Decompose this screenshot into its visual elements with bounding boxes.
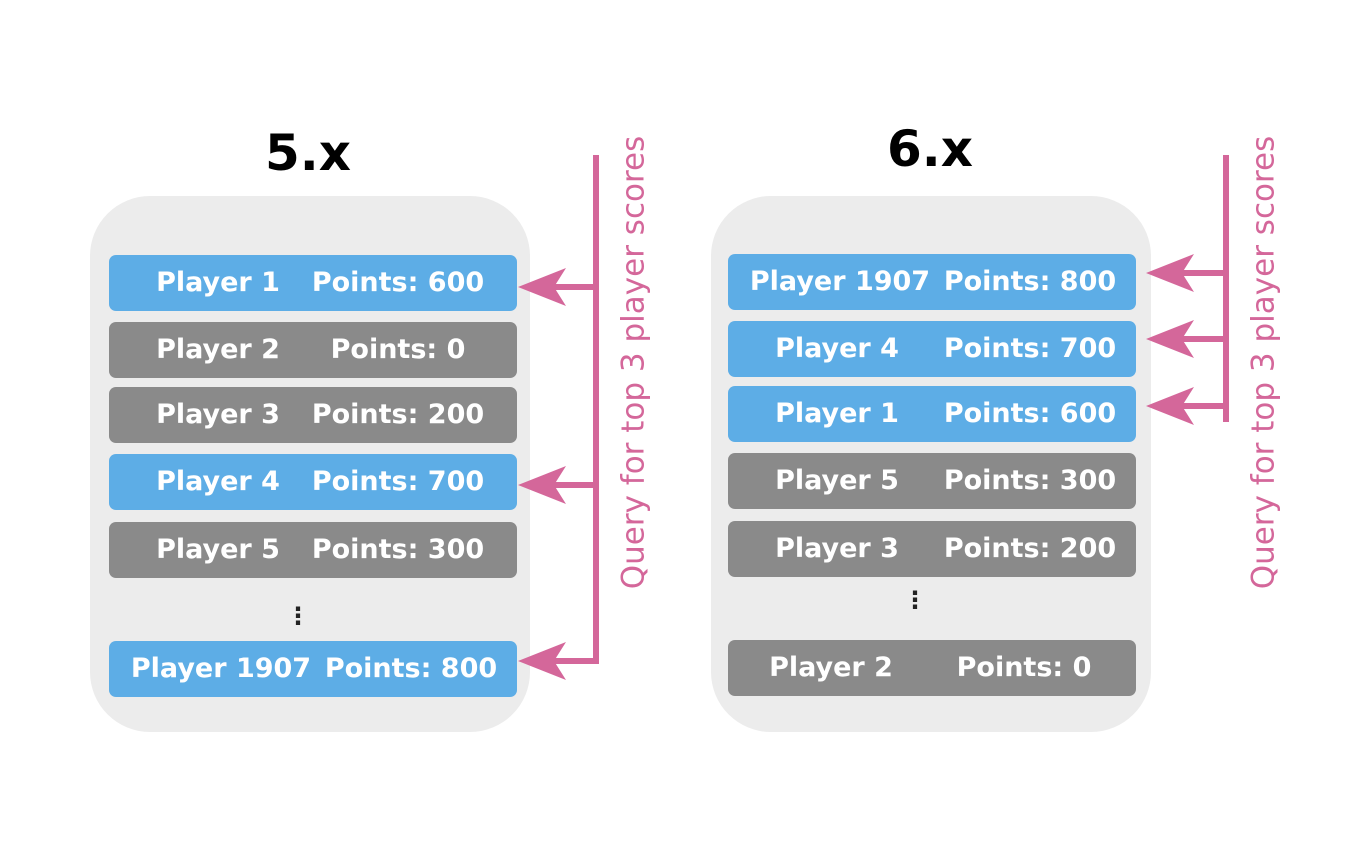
arrow-6x-1 bbox=[1146, 254, 1226, 292]
row-6x-4: Player 5 Points: 300 bbox=[728, 453, 1136, 509]
player-name: Player 3 bbox=[156, 399, 280, 430]
row-5x-6: Player 1907 Points: 800 bbox=[109, 641, 517, 697]
arrow-6x-2 bbox=[1146, 320, 1226, 358]
player-points: Points: 0 bbox=[956, 652, 1092, 683]
player-name: Player 4 bbox=[775, 333, 899, 364]
row-5x-1: Player 1 Points: 600 bbox=[109, 255, 517, 311]
player-points: Points: 0 bbox=[330, 334, 466, 365]
arrow-6x-3 bbox=[1146, 387, 1226, 425]
title-5x: 5.x bbox=[264, 124, 352, 182]
player-name: Player 2 bbox=[769, 652, 893, 683]
player-points: Points: 800 bbox=[324, 653, 498, 684]
player-name: Player 1 bbox=[775, 398, 899, 429]
arrow-5x-1 bbox=[518, 268, 596, 306]
arrow-5x-6 bbox=[518, 642, 596, 680]
row-6x-2: Player 4 Points: 700 bbox=[728, 321, 1136, 377]
player-name: Player 4 bbox=[156, 466, 280, 497]
player-name: Player 1907 bbox=[130, 653, 312, 684]
player-name: Player 5 bbox=[156, 534, 280, 565]
ellipsis-5x: ⋮ bbox=[286, 602, 310, 630]
player-points: Points: 300 bbox=[311, 534, 485, 565]
player-points: Points: 800 bbox=[943, 266, 1117, 297]
player-name: Player 2 bbox=[156, 334, 280, 365]
title-6x: 6.x bbox=[886, 120, 974, 178]
player-points: Points: 300 bbox=[943, 465, 1117, 496]
row-5x-4: Player 4 Points: 700 bbox=[109, 454, 517, 510]
ellipsis-6x: ⋮ bbox=[903, 586, 927, 614]
player-points: Points: 700 bbox=[943, 333, 1117, 364]
player-name: Player 5 bbox=[775, 465, 899, 496]
player-points: Points: 600 bbox=[943, 398, 1117, 429]
row-6x-1: Player 1907 Points: 800 bbox=[728, 254, 1136, 310]
player-points: Points: 200 bbox=[943, 533, 1117, 564]
player-points: Points: 700 bbox=[311, 466, 485, 497]
player-points: Points: 600 bbox=[311, 267, 485, 298]
player-name: Player 1907 bbox=[749, 266, 931, 297]
row-5x-3: Player 3 Points: 200 bbox=[109, 387, 517, 443]
arrow-5x-4 bbox=[518, 466, 596, 504]
player-name: Player 3 bbox=[775, 533, 899, 564]
row-6x-6: Player 2 Points: 0 bbox=[728, 640, 1136, 696]
row-5x-5: Player 5 Points: 300 bbox=[109, 522, 517, 578]
player-points: Points: 200 bbox=[311, 399, 485, 430]
row-6x-3: Player 1 Points: 600 bbox=[728, 386, 1136, 442]
query-label-6x: Query for top 3 player scores bbox=[1245, 135, 1282, 590]
row-6x-5: Player 3 Points: 200 bbox=[728, 521, 1136, 577]
row-5x-2: Player 2 Points: 0 bbox=[109, 322, 517, 378]
player-name: Player 1 bbox=[156, 267, 280, 298]
query-label-5x: Query for top 3 player scores bbox=[615, 135, 652, 590]
